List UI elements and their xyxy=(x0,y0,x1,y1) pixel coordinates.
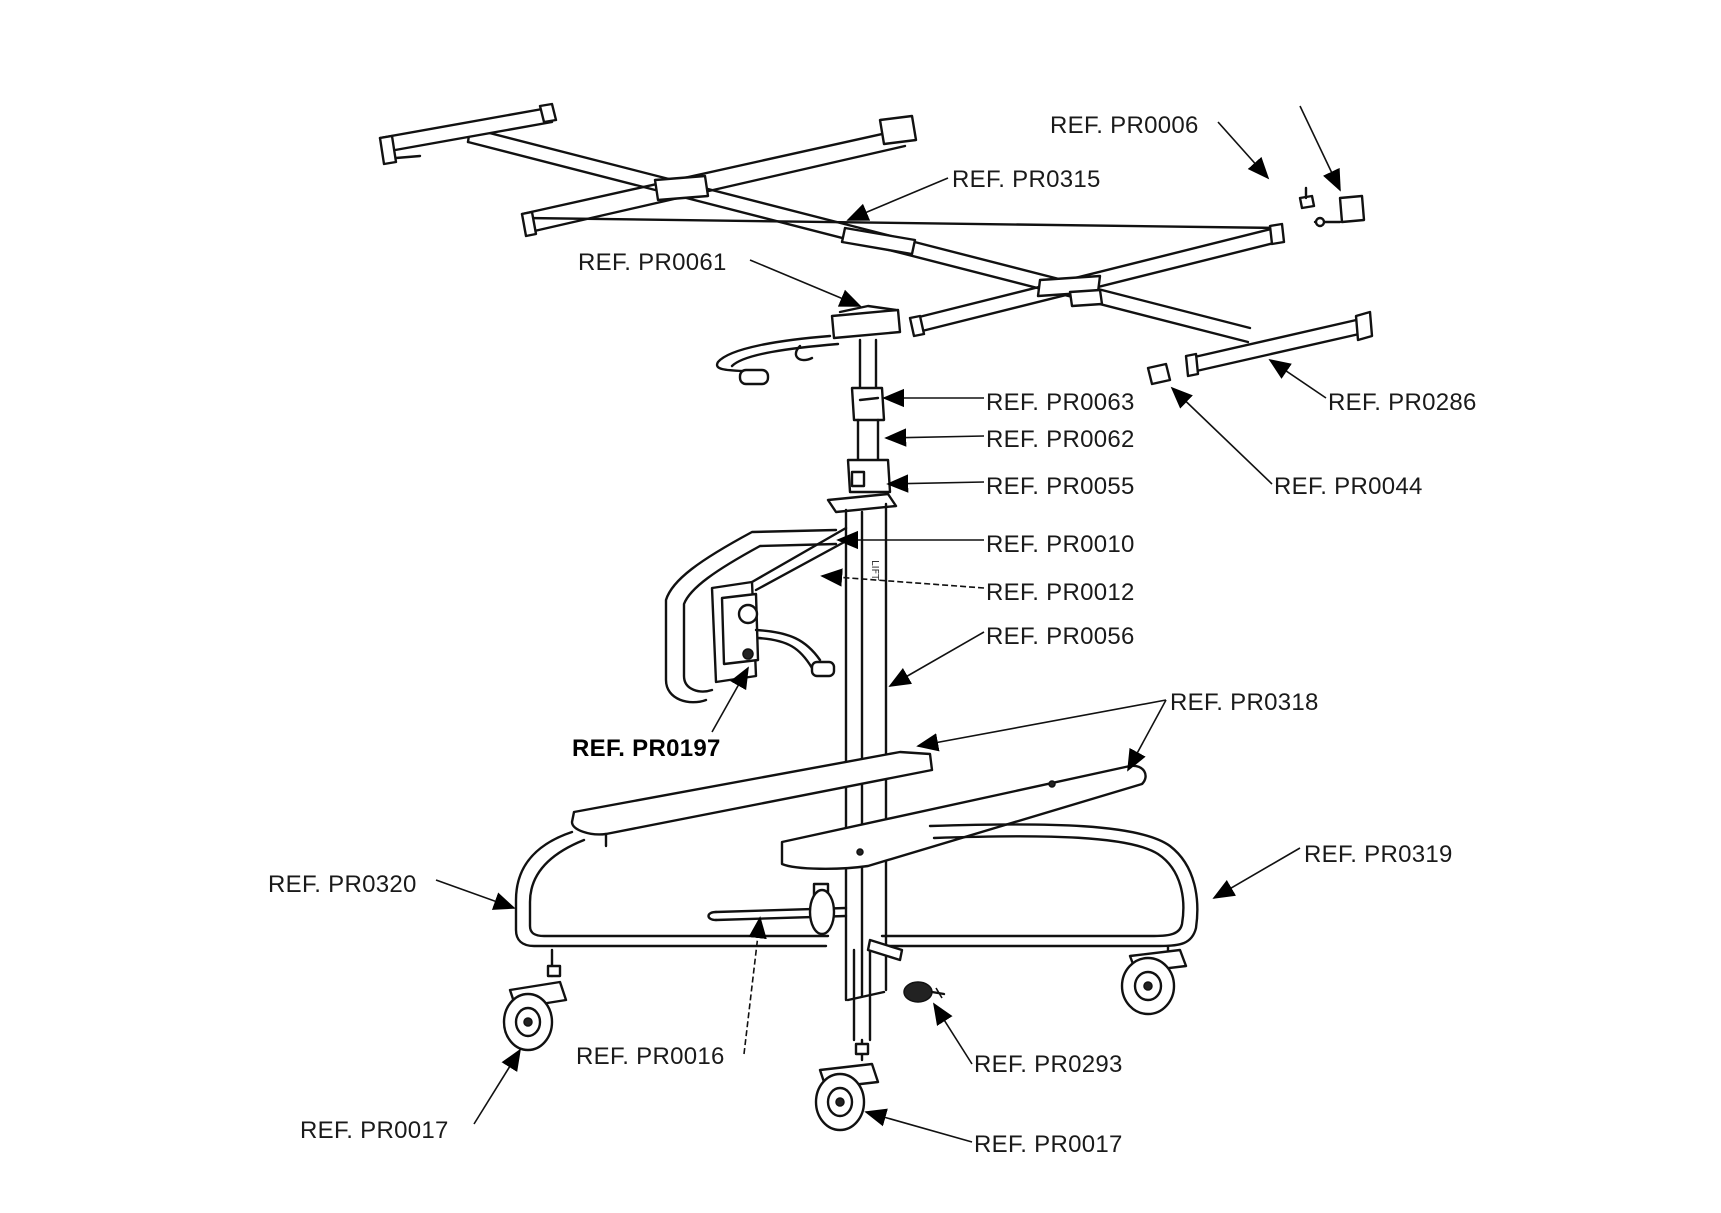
caster-front xyxy=(814,1038,880,1132)
label-pr0063: REF. PR0063 xyxy=(986,389,1135,416)
label-pr0012: REF. PR0012 xyxy=(986,579,1135,606)
mast: LIFT xyxy=(826,338,898,1002)
label-pr0197: REF. PR0197 xyxy=(572,735,721,762)
label-pr0293: REF. PR0293 xyxy=(974,1051,1123,1078)
label-pr0010: REF. PR0010 xyxy=(986,531,1135,558)
label-pr0062: REF. PR0062 xyxy=(986,426,1135,453)
base-plate-left xyxy=(570,750,934,848)
label-pr0006: REF. PR0006 xyxy=(1050,112,1199,139)
label-pr0044: REF. PR0044 xyxy=(1274,473,1423,500)
label-pr0286: REF. PR0286 xyxy=(1328,389,1477,416)
winch-assembly xyxy=(664,526,850,704)
part-labels: REF. PR0006 REF. PR0315 REF. PR0061 REF.… xyxy=(268,112,1477,1158)
label-pr0017-front: REF. PR0017 xyxy=(974,1131,1123,1158)
end-cap xyxy=(1146,362,1172,386)
caster-right xyxy=(1120,944,1188,1016)
end-bracket xyxy=(1313,194,1366,228)
label-pr0056: REF. PR0056 xyxy=(986,623,1135,650)
label-pr0319: REF. PR0319 xyxy=(1304,841,1453,868)
label-pr0061: REF. PR0061 xyxy=(578,249,727,276)
caster-rear xyxy=(808,888,836,936)
label-pr0315: REF. PR0315 xyxy=(952,166,1101,193)
svg-text:LIFT: LIFT xyxy=(869,560,880,581)
caster-left xyxy=(502,948,568,1052)
locking-knob xyxy=(903,981,946,1003)
top-cross-frame xyxy=(378,102,1374,378)
label-pr0320: REF. PR0320 xyxy=(268,871,417,898)
hardware-pin xyxy=(1298,186,1316,210)
label-pr0016: REF. PR0016 xyxy=(576,1043,725,1070)
swivel-head xyxy=(715,304,902,386)
leader-lines xyxy=(435,105,1341,1143)
label-pr0017-left: REF. PR0017 xyxy=(300,1117,449,1144)
label-pr0055: REF. PR0055 xyxy=(986,473,1135,500)
label-pr0318: REF. PR0318 xyxy=(1170,689,1319,716)
